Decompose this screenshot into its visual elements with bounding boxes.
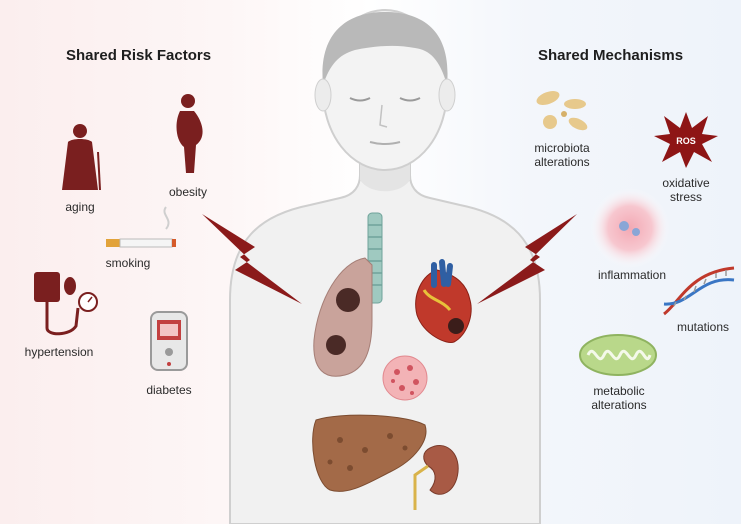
ros-label: ROS: [672, 134, 700, 148]
microbiota-icon: [530, 84, 600, 136]
right-lightning-bolt-icon: [475, 212, 580, 307]
obesity-label: obesity: [158, 185, 218, 199]
mitochondria-icon: [578, 332, 658, 378]
diabetes-label: diabetes: [136, 383, 202, 397]
mechanisms-heading: Shared Mechanisms: [538, 47, 683, 64]
left-lightning-bolt-icon: [200, 212, 305, 307]
obesity-icon: [170, 93, 206, 175]
aging-icon: [58, 122, 102, 192]
lung-tumor: [336, 288, 360, 312]
risk-factors-heading: Shared Risk Factors: [66, 47, 211, 64]
hypertension-label: hypertension: [14, 345, 104, 359]
blood-pressure-cuff-icon: [30, 268, 106, 340]
glucose-meter-icon: [149, 310, 189, 374]
inflammation-icon: [590, 188, 670, 268]
cigarette-icon: [104, 205, 184, 255]
mutations-label: mutations: [668, 320, 738, 334]
tumor-cluster: [383, 356, 427, 400]
dna-mutation-icon: [660, 262, 738, 320]
aging-label: aging: [50, 200, 110, 214]
microbiota-label: microbiota alterations: [523, 141, 601, 169]
smoking-label: smoking: [98, 256, 158, 270]
metabolic-label: metabolic alterations: [574, 384, 664, 412]
